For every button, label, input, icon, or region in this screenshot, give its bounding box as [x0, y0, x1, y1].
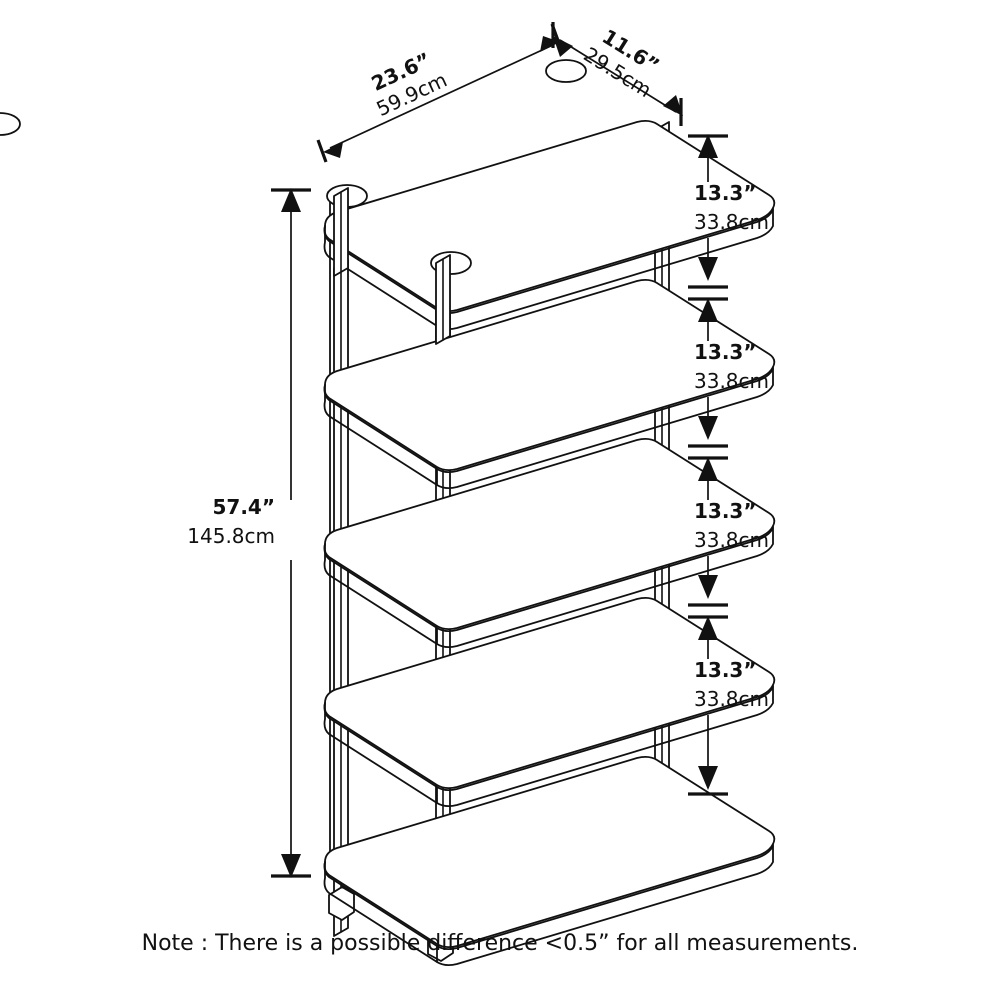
gap-separator-1: [688, 285, 728, 301]
height-dimension: 57.4” 145.8cm: [187, 188, 311, 878]
gap1-inch-label: 13.3”: [694, 181, 757, 205]
gap-dimension-4: 13.3” 33.8cm: [688, 616, 769, 796]
gap2-cm-label: 33.8cm: [694, 369, 769, 393]
shelf-assembly: [0, 59, 776, 967]
gap3-arrow-bottom: [698, 575, 718, 599]
width-arrow-right: [540, 36, 560, 52]
measurement-note: Note : There is a possible difference <0…: [142, 931, 859, 956]
gap1-arrow-top: [698, 134, 718, 158]
shelf-top: [0, 59, 776, 345]
post-hole-right: [0, 112, 21, 136]
gap2-arrow-bottom: [698, 416, 718, 440]
height-inch-label: 57.4”: [213, 495, 276, 519]
gap2-inch-label: 13.3”: [694, 340, 757, 364]
height-arrow-bottom: [281, 854, 301, 878]
depth-arrow-left: [553, 36, 573, 57]
width-dimension: 23.6” 59.9cm: [316, 23, 562, 163]
gap3-inch-label: 13.3”: [694, 499, 757, 523]
shelf-bottom: [323, 755, 776, 967]
gap4-arrow-top: [698, 616, 718, 640]
gap1-arrow-bottom: [698, 257, 718, 281]
gap3-arrow-top: [698, 457, 718, 481]
width-arrow-left: [323, 142, 343, 158]
post-front-left: [333, 259, 349, 937]
height-arrow-top: [281, 188, 301, 212]
height-cm-label: 145.8cm: [187, 524, 275, 548]
gap1-cm-label: 33.8cm: [694, 210, 769, 234]
gap4-arrow-bottom: [698, 766, 718, 790]
gap-separator-2: [688, 444, 728, 460]
gap-dimension-1: 13.3” 33.8cm: [688, 134, 769, 281]
gap4-inch-label: 13.3”: [694, 658, 757, 682]
post-hole-back: [545, 59, 587, 83]
gap4-cm-label: 33.8cm: [694, 687, 769, 711]
gap-dimension-2: 13.3” 33.8cm: [694, 298, 769, 440]
gap-dimension-3: 13.3” 33.8cm: [694, 457, 769, 599]
depth-arrow-right: [663, 95, 683, 116]
gap3-cm-label: 33.8cm: [694, 528, 769, 552]
gap2-arrow-top: [698, 298, 718, 322]
gap-separator-3: [688, 603, 728, 619]
foot-left: [328, 886, 355, 921]
